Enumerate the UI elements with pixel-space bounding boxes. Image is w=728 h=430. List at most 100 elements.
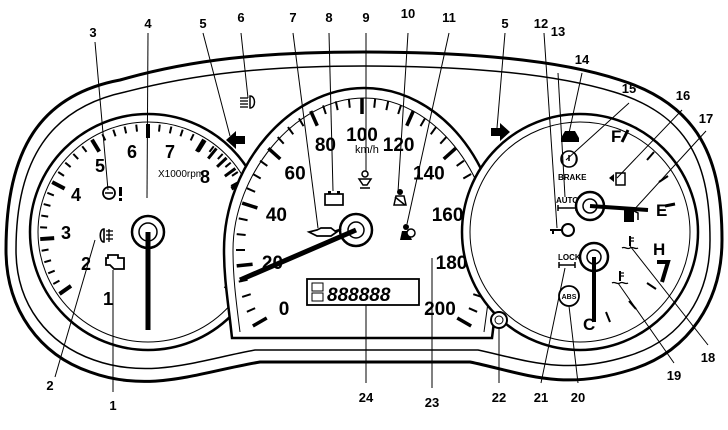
- speedometer-number: 80: [315, 135, 336, 156]
- speedometer-tick: [439, 136, 448, 145]
- callout-number: 16: [676, 88, 690, 103]
- speedometer-number: 40: [266, 205, 287, 226]
- battery-icon: [324, 191, 344, 206]
- tachometer-tick: [41, 248, 49, 252]
- reset-knob-icon[interactable]: [490, 311, 508, 329]
- speedometer-tick: [252, 173, 262, 180]
- lock-label: LOCK: [558, 253, 581, 262]
- check-engine-icon: [105, 254, 125, 270]
- speedometer-tick: [442, 146, 457, 161]
- callout-number: 22: [492, 390, 506, 405]
- temp-scale: H C: [583, 240, 671, 334]
- tachometer-number: 5: [95, 156, 105, 176]
- speedometer-number: 180: [436, 253, 468, 274]
- speedometer-tick: [456, 316, 472, 328]
- tachometer-tick: [64, 161, 72, 168]
- turn-signal-right-icon: [491, 123, 510, 141]
- tachometer-tick: [135, 124, 138, 132]
- callout-number: 5: [199, 16, 206, 31]
- fuel-full-label: F: [611, 127, 621, 146]
- speedometer-tick: [238, 217, 248, 222]
- callout-number: 17: [699, 111, 713, 126]
- speedometer-tick: [429, 126, 437, 135]
- callout-number: 12: [534, 16, 548, 31]
- airbag-icon: [400, 224, 416, 240]
- callout-number: 13: [551, 24, 565, 39]
- fuel-empty-label: E: [656, 201, 667, 220]
- tachometer-number: 6: [127, 142, 137, 162]
- tachometer-tick: [41, 214, 49, 218]
- speedometer-tick: [241, 293, 252, 298]
- speedometer-number: 160: [432, 205, 464, 226]
- speedometer-tick: [405, 110, 415, 127]
- speedometer-tick: [373, 98, 377, 108]
- tachometer-tick: [168, 126, 173, 134]
- tachometer-tick: [158, 124, 161, 132]
- speedometer-number: 140: [413, 163, 445, 184]
- callout-number: 8: [325, 10, 332, 25]
- callout-number: 20: [571, 390, 585, 405]
- callout-number: 24: [359, 390, 374, 405]
- auto-4wd-icon: AUTO: [556, 196, 579, 211]
- tachometer-unit: X1000rpm: [158, 169, 204, 180]
- abs-label: ABS: [562, 294, 577, 301]
- speedometer-tick: [236, 262, 253, 268]
- callout-number: 9: [362, 10, 369, 25]
- callout-number: 11: [442, 10, 456, 25]
- speedometer-needle: [239, 227, 357, 283]
- tachometer-tick: [47, 269, 56, 275]
- callout-number: 5: [501, 16, 508, 31]
- tachometer-tick: [52, 279, 60, 285]
- speedometer-tick: [397, 105, 402, 115]
- speedometer-tick: [468, 307, 478, 313]
- speedometer-tick: [246, 187, 256, 193]
- speedometer-unit: km/h: [355, 144, 379, 156]
- speedometer-number: 100: [346, 125, 378, 146]
- callout-number: 19: [667, 368, 681, 383]
- tachometer-number: 2: [81, 254, 91, 274]
- callout-number: 7: [289, 10, 296, 25]
- red-zone-tick: [207, 147, 218, 160]
- key-icon: [550, 223, 575, 237]
- fuel-needle: [589, 204, 649, 212]
- speedometer-tick: [419, 117, 426, 127]
- tachometer-tick: [224, 161, 232, 168]
- callout-number: 21: [534, 390, 548, 405]
- tachometer-tick: [231, 171, 239, 177]
- coolant-temp-icon: [611, 271, 629, 285]
- tachometer-tick: [40, 236, 55, 242]
- tachometer-number: 3: [61, 223, 71, 243]
- red-zone-tick: [216, 156, 228, 168]
- tachometer-tick: [208, 145, 215, 153]
- callout-number: 14: [575, 52, 590, 67]
- callout-leaders: [54, 32, 709, 392]
- speedometer-tick: [385, 101, 390, 111]
- speedometer-number: 200: [424, 299, 456, 320]
- auto-label: AUTO: [556, 196, 579, 205]
- tachometer-number: 8: [200, 167, 210, 187]
- speedometer-tick: [241, 201, 258, 210]
- odometer-display: [306, 278, 420, 306]
- tachometer-tick: [123, 126, 128, 134]
- tachometer-tick: [58, 284, 73, 296]
- tachometer-tick: [51, 180, 66, 191]
- tachometer-tick: [44, 259, 52, 264]
- tachometer-number: 7: [165, 142, 175, 162]
- red-zone-tick: [223, 167, 237, 178]
- tachometer-tick: [179, 129, 184, 137]
- speedometer-tick: [276, 136, 285, 145]
- coolant-temp-icon: [621, 236, 639, 250]
- speedometer-tick: [298, 117, 305, 127]
- tachometer-number: 4: [71, 185, 81, 205]
- speedometer-tick: [259, 159, 268, 167]
- tachometer-tick: [72, 153, 79, 160]
- tachometer-tick: [189, 133, 195, 141]
- tachometer-tick: [112, 129, 117, 137]
- fuel-door-icon: [609, 172, 626, 186]
- tachometer-number: 1: [103, 289, 113, 309]
- odometer-value: 888888: [327, 285, 391, 306]
